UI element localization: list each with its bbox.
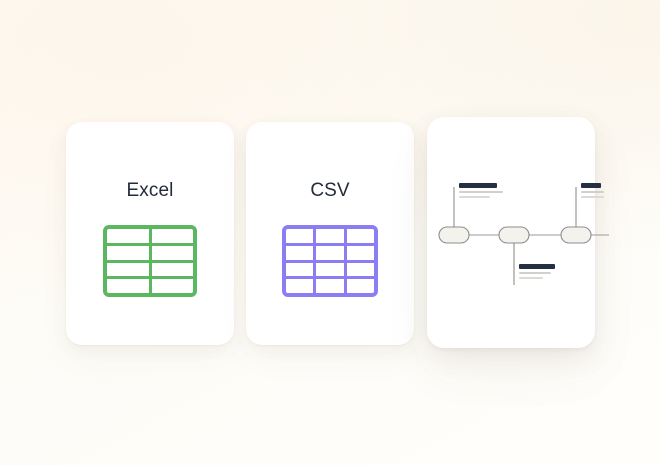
card-excel-label: Excel — [126, 180, 174, 201]
card-flow[interactable] — [427, 117, 609, 348]
table-grid-icon — [103, 225, 197, 297]
annotation-line — [459, 196, 490, 198]
grid-cell — [346, 262, 374, 277]
flow-timeline-icon — [427, 117, 609, 348]
annotation-middle — [519, 264, 555, 279]
card-excel-icon-wrap — [103, 225, 197, 297]
grid-cell — [286, 262, 314, 277]
node-left[interactable] — [438, 226, 470, 244]
annotation-line — [519, 272, 551, 274]
grid-cell — [316, 245, 344, 260]
grid-cell — [316, 262, 344, 277]
annotation-title-bar — [519, 264, 555, 269]
grid-cell — [151, 245, 193, 260]
grid-cell — [151, 279, 193, 293]
grid-cell — [151, 262, 193, 277]
grid-cell — [316, 279, 344, 293]
grid-cell — [286, 245, 314, 260]
grid-cell — [316, 229, 344, 243]
annotation-line — [519, 277, 543, 279]
grid-cell — [346, 229, 374, 243]
grid-cell — [151, 229, 193, 243]
card-csv-icon-wrap — [282, 225, 378, 297]
annotation-title-bar — [581, 183, 601, 188]
annotation-right — [581, 183, 604, 198]
annotation-line — [459, 191, 503, 193]
table-grid-icon — [282, 225, 378, 297]
annotation-line — [581, 196, 604, 198]
card-excel[interactable]: Excel — [66, 122, 234, 345]
grid-cell — [346, 245, 374, 260]
node-right[interactable] — [560, 226, 592, 244]
card-csv[interactable]: CSV — [246, 122, 414, 345]
node-middle[interactable] — [498, 226, 530, 244]
annotation-line — [581, 191, 604, 193]
annotation-title-bar — [459, 183, 497, 188]
grid-cell — [107, 245, 149, 260]
grid-cell — [286, 279, 314, 293]
grid-cell — [107, 279, 149, 293]
grid-cell — [107, 262, 149, 277]
grid-cell — [346, 279, 374, 293]
grid-cell — [286, 229, 314, 243]
annotation-left — [459, 183, 503, 198]
card-csv-label: CSV — [310, 180, 350, 201]
flow-connectors — [438, 187, 609, 285]
grid-cell — [107, 229, 149, 243]
